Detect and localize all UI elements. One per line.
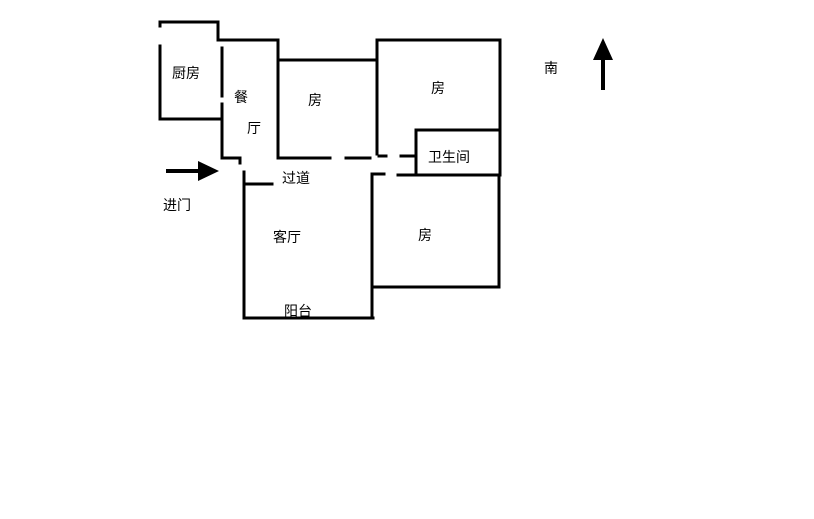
balcony-label: 阳台 — [284, 304, 312, 320]
entrance-label: 进门 — [163, 198, 191, 214]
bathroom-label: 卫生间 — [428, 150, 470, 166]
compass-arrow-head — [593, 38, 613, 60]
room-labels: 厨房 餐 厅 房 房 卫生间 过道 客厅 房 阳台 进门 南 — [163, 61, 558, 320]
bedroom-south-east-label: 房 — [418, 228, 432, 244]
entrance-arrow — [166, 161, 219, 181]
bedroom-north-middle-label: 房 — [308, 93, 322, 109]
entrance-arrow-head — [198, 161, 219, 181]
bedroom-north-east-label: 房 — [431, 81, 445, 97]
compass-arrow — [593, 38, 613, 90]
corridor-label: 过道 — [282, 171, 310, 187]
walls — [158, 20, 502, 320]
kitchen-label: 厨房 — [172, 66, 200, 82]
compass-south-label: 南 — [544, 61, 558, 77]
living-room-label: 客厅 — [273, 229, 301, 246]
dining-label-char-2: 厅 — [247, 121, 261, 137]
dining-label-char-1: 餐 — [234, 90, 248, 106]
